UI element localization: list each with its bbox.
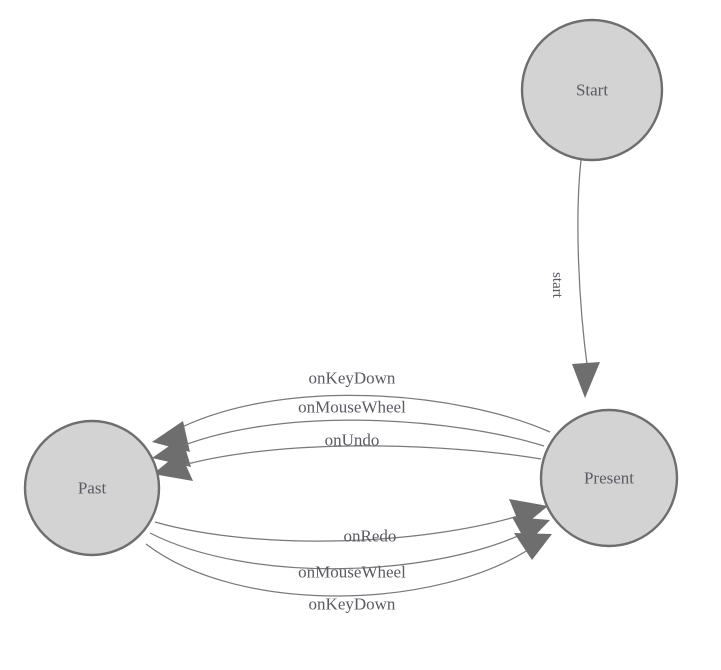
node-past[interactable]: Past xyxy=(23,419,161,557)
node-present[interactable]: Present xyxy=(539,408,679,548)
node-present-shape xyxy=(539,408,679,548)
edge-past-to-present-onmousewheel[interactable]: onMouseWheel xyxy=(149,517,550,582)
edge-past-to-present-onkeydown[interactable]: onKeyDown xyxy=(145,533,552,614)
edge-line xyxy=(145,543,535,597)
node-start-label: Start xyxy=(576,81,608,100)
node-start[interactable]: Start xyxy=(520,18,664,162)
node-past-shape xyxy=(23,419,161,557)
arrowhead-icon xyxy=(572,362,600,398)
edge-line xyxy=(171,394,551,433)
edge-line xyxy=(149,529,532,570)
edge-label-onkeydown-upper: onKeyDown xyxy=(309,369,396,388)
edge-label-start: start xyxy=(549,272,565,299)
edge-line xyxy=(171,419,545,451)
edge-label-onundo: onUndo xyxy=(325,431,380,450)
node-start-shape xyxy=(520,18,664,162)
edge-label-onkeydown-lower: onKeyDown xyxy=(309,595,396,614)
edge-label-onmousewheel-upper: onMouseWheel xyxy=(298,398,406,417)
edge-label-onmousewheel-lower: onMouseWheel xyxy=(298,563,406,582)
arrowhead-icon xyxy=(514,533,552,560)
edge-line xyxy=(172,445,542,469)
edge-line xyxy=(577,159,589,373)
edge-label-onredo: onRedo xyxy=(344,527,397,546)
edges-layer: start onKeyDown onMouseWheel onUndo xyxy=(145,159,600,614)
edge-start-to-present[interactable]: start xyxy=(549,159,600,398)
arrowhead-icon xyxy=(153,452,193,481)
arrowhead-icon xyxy=(512,517,550,544)
edge-present-to-past-onundo[interactable]: onUndo xyxy=(153,431,542,482)
edge-line xyxy=(154,512,529,542)
nodes-layer: Start Present Past xyxy=(23,18,679,557)
node-past-label: Past xyxy=(78,479,107,498)
edge-past-to-present-onredo[interactable]: onRedo xyxy=(154,499,548,546)
node-present-label: Present xyxy=(584,469,634,488)
